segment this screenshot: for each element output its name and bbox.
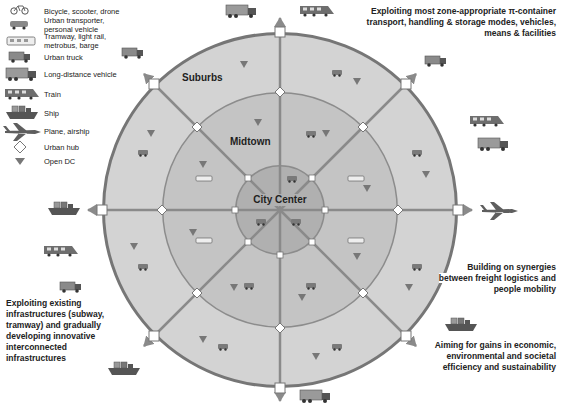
legend-text: Urban truck [44,53,128,62]
zone-outline [235,165,325,255]
zone-outline [162,92,398,328]
legend-text: Ship [44,109,128,118]
note-box: Building on synergies between freight lo… [432,262,556,295]
zone-fill [236,166,325,255]
note-text: Building on synergies between freight lo… [439,262,556,294]
zone-circle: MidtownCity Center [162,92,398,328]
note-box: Exploiting most zone-appropriate π-conta… [366,6,556,39]
legend-icon [3,6,41,165]
zone-vehicle [138,70,422,351]
legend-text: Train [44,90,128,99]
zone-circle: SuburbsMidtownCity Center [102,32,458,388]
urban-hub [157,87,403,333]
legend-text: Tramway, light rail, metrobus, barge [44,32,128,50]
note-box: Exploiting existing infrastructures (sub… [6,298,106,364]
zone-label: City Center [251,194,308,206]
legend-text: Plane, airship [44,127,128,136]
hub-square [97,27,463,393]
legend-text: Urban transporter, personal vehicle [44,16,128,34]
zone-circle: City Center [235,165,325,255]
legend-text: Open DC [44,157,128,166]
zone-label: Midtown [228,136,273,148]
open-dc [130,61,430,360]
note-text: Aiming for gains in economic, environmen… [435,340,556,372]
spoke-line [88,18,472,401]
legend-text: Urban hub [44,143,128,152]
note-box: Aiming for gains in economic, environmen… [416,340,556,373]
zone-label: Suburbs [180,72,225,84]
zone-fill [163,93,398,328]
note-text: Exploiting existing infrastructures (sub… [6,298,104,363]
note-text: Exploiting most zone-appropriate π-conta… [367,6,556,38]
legend-text: Bicycle, scooter, drone [44,7,128,16]
zone-fill [104,34,457,387]
zone-outline [102,32,458,388]
legend-text: Long-distance vehicle [44,70,128,79]
